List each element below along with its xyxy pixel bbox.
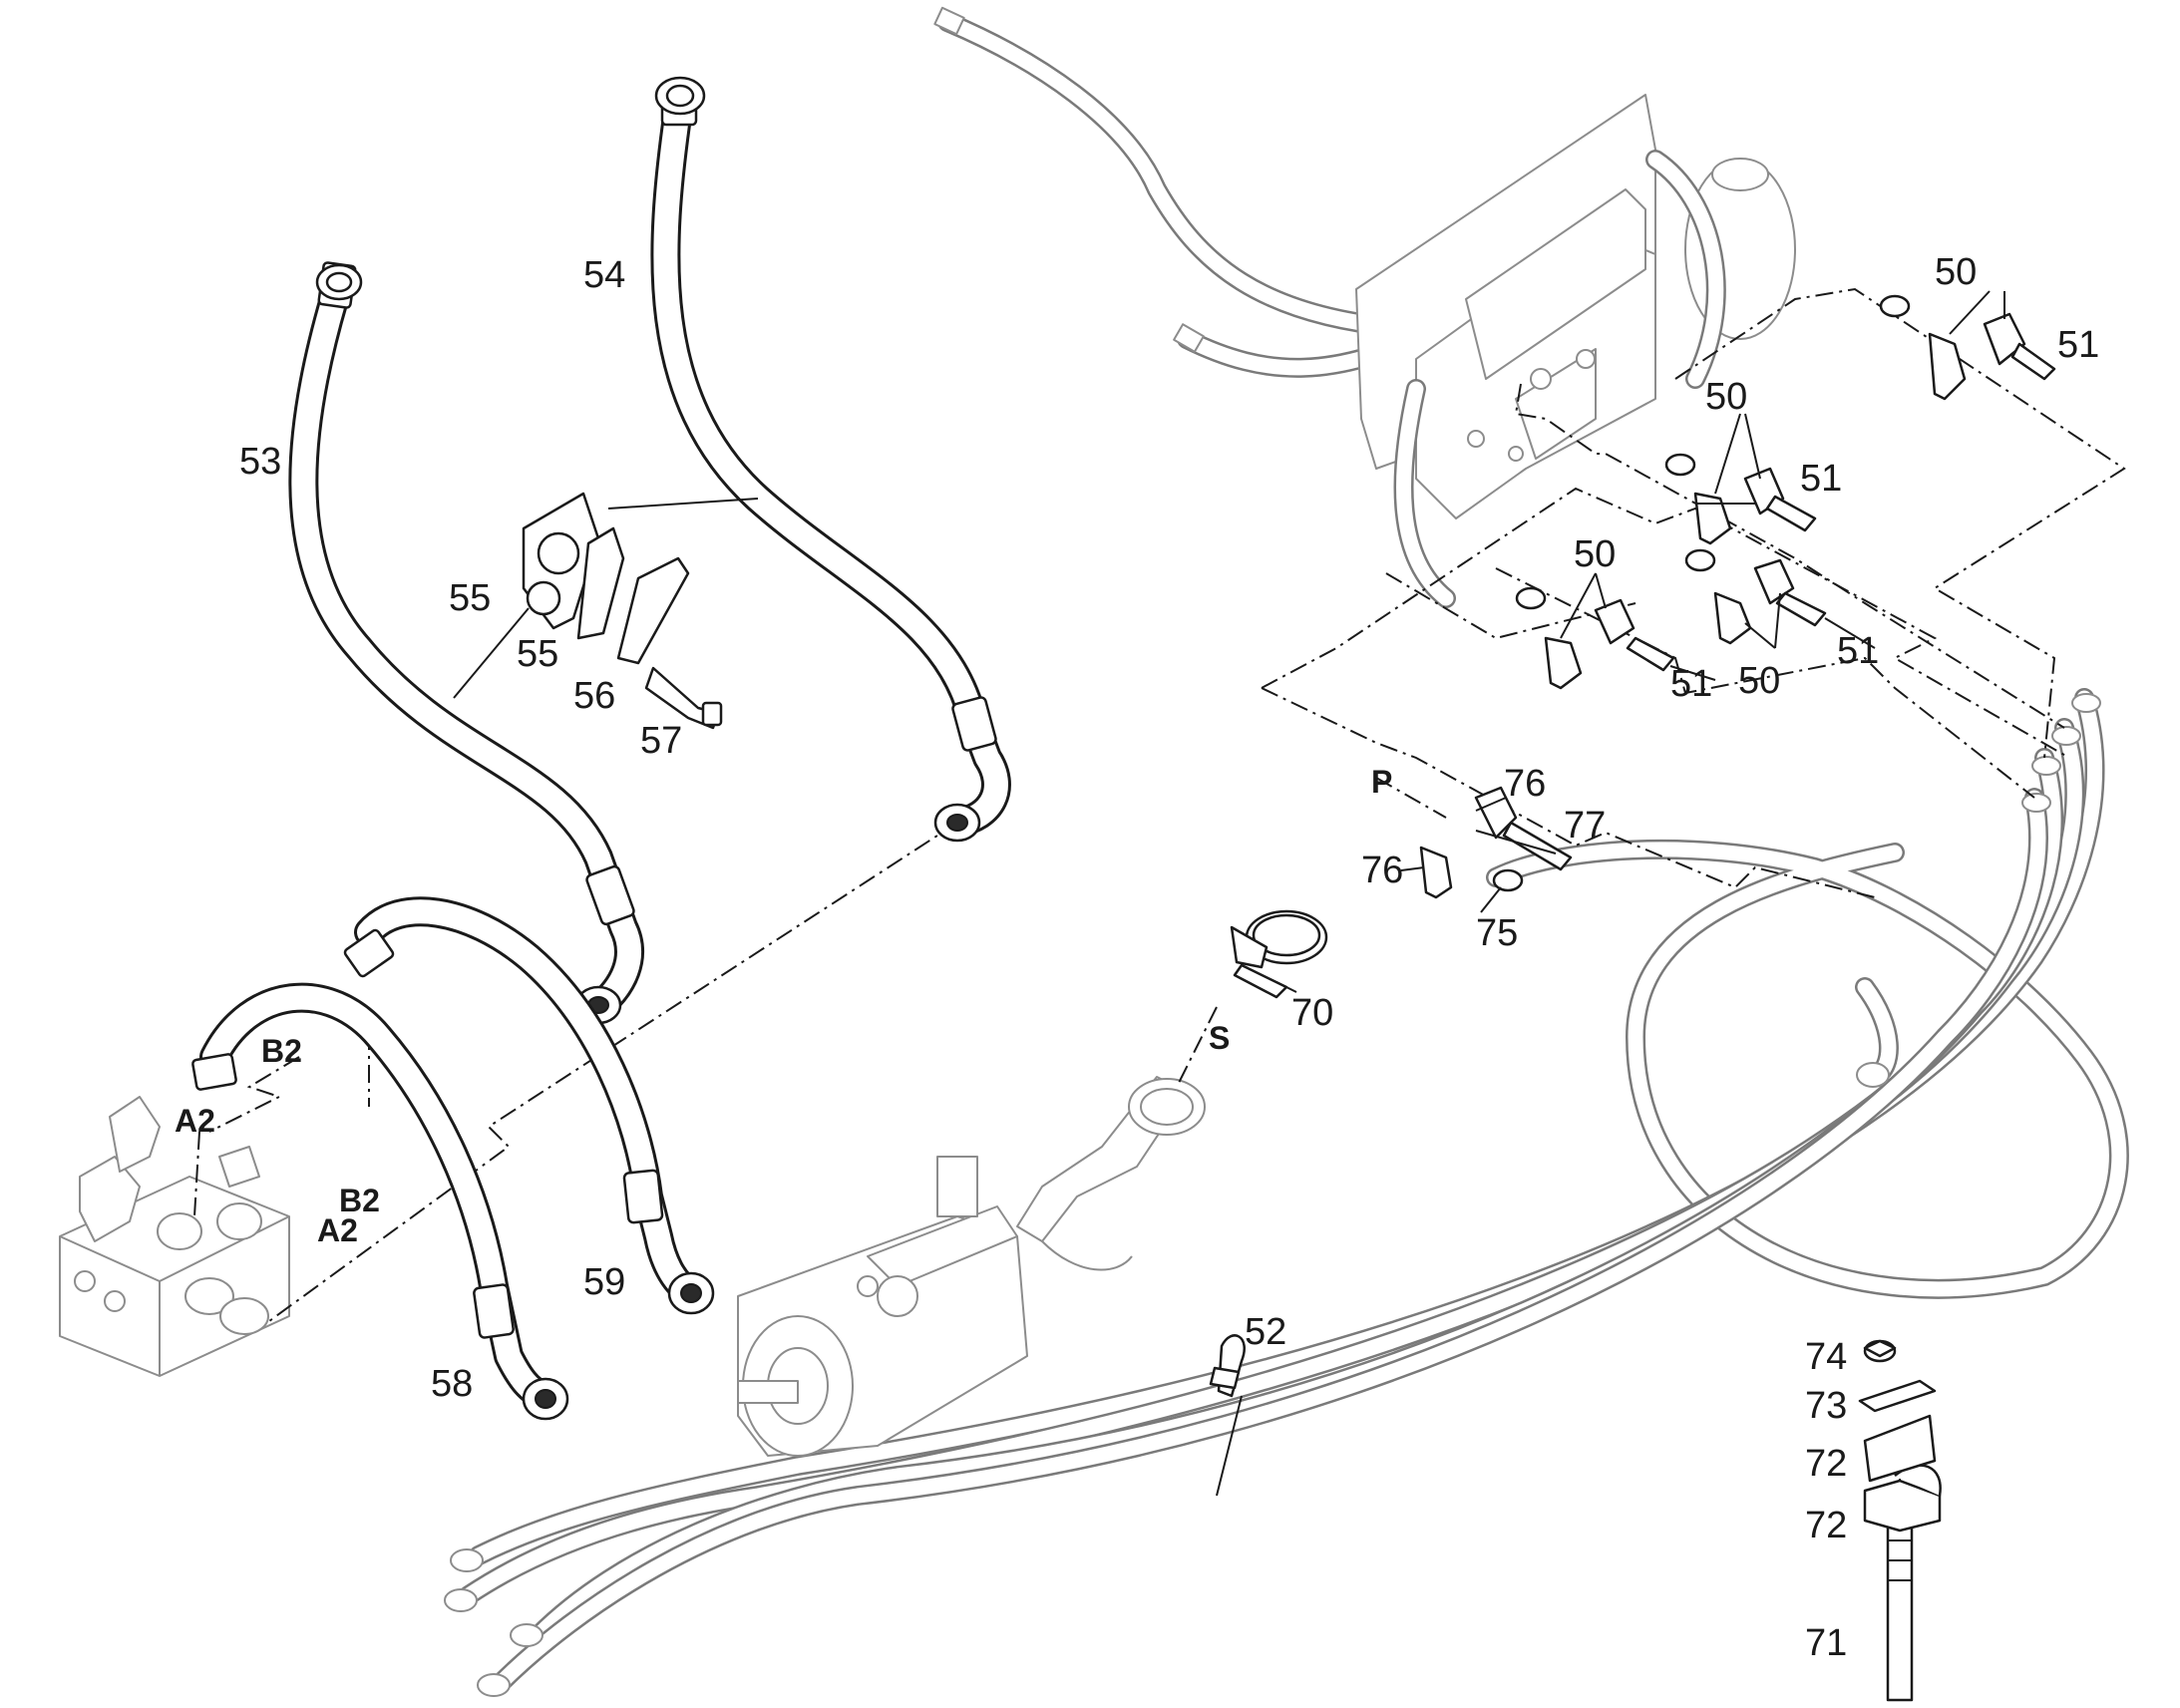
callout-76: 76 <box>1361 850 1403 891</box>
port-label-b2: B2 <box>339 1183 380 1218</box>
callout-50: 50 <box>1574 533 1616 575</box>
callout-73: 73 <box>1805 1385 1847 1427</box>
callout-51: 51 <box>1800 458 1842 500</box>
callout-51: 51 <box>2057 324 2099 366</box>
callout-70: 70 <box>1291 992 1333 1034</box>
callout-51: 51 <box>1837 630 1879 672</box>
callout-55: 55 <box>517 633 558 675</box>
hose-53 <box>288 261 644 1025</box>
callout-76: 76 <box>1504 763 1546 805</box>
callout-57: 57 <box>640 720 682 762</box>
callout-72: 72 <box>1805 1443 1847 1485</box>
callout-72: 72 <box>1805 1505 1847 1546</box>
callout-58: 58 <box>431 1363 473 1405</box>
port-label-a2: A2 <box>317 1212 358 1248</box>
callout-52: 52 <box>1245 1311 1286 1353</box>
callout-51: 51 <box>1670 663 1712 705</box>
callout-55: 55 <box>449 577 491 619</box>
port-label-a2: A2 <box>175 1103 215 1139</box>
callout-59: 59 <box>583 1261 625 1303</box>
hose-58 <box>191 982 569 1421</box>
callout-71: 71 <box>1805 1622 1847 1664</box>
port-label-b2: B2 <box>261 1033 302 1069</box>
callout-numbers: 50 51 50 51 50 51 51 50 53 54 55 55 56 5… <box>239 251 2099 1664</box>
callout-56: 56 <box>573 675 615 717</box>
hose-clamp-70 <box>1230 909 1328 999</box>
callout-74: 74 <box>1805 1336 1847 1378</box>
cable-tie-52 <box>1209 1334 1246 1398</box>
hose-clamp-55-57 <box>522 492 723 730</box>
callout-50: 50 <box>1705 376 1747 418</box>
mounting-clamp-stack <box>1858 1339 1942 1702</box>
callout-50: 50 <box>1935 251 1977 293</box>
manifold-block <box>59 1096 290 1377</box>
callout-leaders <box>453 290 2005 1497</box>
hose-59 <box>343 896 715 1315</box>
callout-77: 77 <box>1564 805 1606 847</box>
port-labels: A2 B2 B2 A2 P S <box>175 764 1392 1248</box>
assembly-lines <box>193 287 2126 1521</box>
hose-54 <box>650 76 1011 843</box>
split-flange-set-mid <box>1664 453 1827 645</box>
split-flange-set-top <box>1879 294 2056 401</box>
pressure-port-flange <box>1419 786 1573 899</box>
port-label-p: P <box>1371 764 1392 800</box>
callout-53: 53 <box>239 441 281 483</box>
split-flange-set-low <box>1515 586 1675 690</box>
control-valve-block <box>933 6 1796 608</box>
callout-50: 50 <box>1738 660 1780 702</box>
port-label-s: S <box>1209 1020 1230 1056</box>
callout-75: 75 <box>1476 912 1518 954</box>
return-hose-bundle <box>444 688 2129 1697</box>
callout-54: 54 <box>583 254 625 296</box>
hydraulic-pump <box>737 1076 1206 1457</box>
